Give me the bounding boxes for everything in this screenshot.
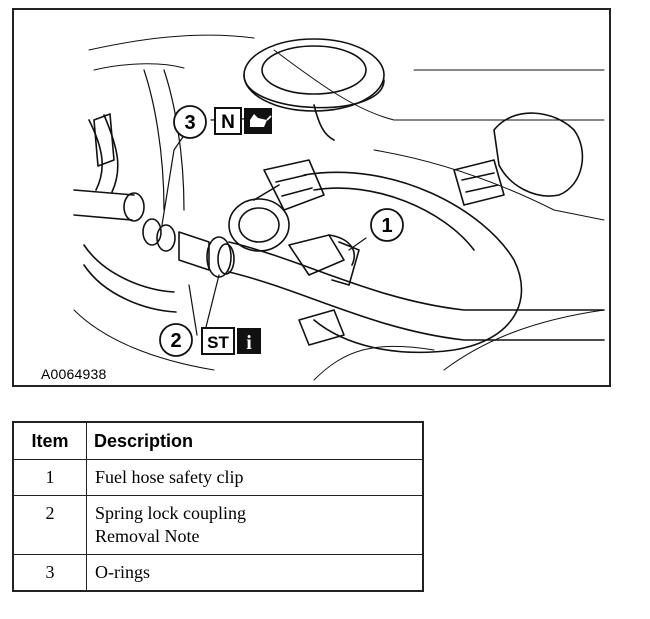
fuel-line-line-drawing: 3 N 1 2 ST i [73, 34, 605, 381]
description-line: Spring lock coupling [95, 503, 246, 523]
description-line: Fuel hose safety clip [95, 467, 244, 487]
info-icon: i [237, 328, 261, 354]
info-icon-label: i [246, 332, 252, 354]
table-row: 2 Spring lock coupling Removal Note [12, 495, 424, 555]
callout-2: 2 [159, 323, 193, 357]
figure-illustration: 3 N 1 2 ST i A0064938 [12, 8, 611, 387]
callout-number: 1 [381, 215, 392, 237]
item-number: 2 [12, 495, 87, 555]
callout-1: 1 [370, 208, 404, 242]
symbol-st-label: ST [207, 333, 229, 352]
item-description: Fuel hose safety clip [86, 459, 424, 496]
callout-number: 2 [170, 330, 181, 352]
callout-3: 3 [173, 105, 207, 139]
symbol-n-label: N [221, 112, 235, 133]
description-line: Removal Note [95, 526, 200, 546]
table-header-row: Item Description [12, 421, 424, 460]
description-line: O-rings [95, 562, 150, 582]
callout-number: 3 [184, 112, 195, 134]
item-description: O-rings [86, 554, 424, 592]
figure-id-label: A0064938 [41, 366, 107, 382]
item-number: 1 [12, 459, 87, 496]
symbol-st-box: ST [201, 327, 235, 355]
item-description: Spring lock coupling Removal Note [86, 495, 424, 555]
item-number: 3 [12, 554, 87, 592]
table-row: 1 Fuel hose safety clip [12, 459, 424, 496]
item-description-table: Item Description 1 Fuel hose safety clip… [12, 421, 424, 592]
oil-can-icon [244, 108, 272, 134]
table-row: 3 O-rings [12, 554, 424, 592]
symbol-n-box: N [214, 107, 242, 135]
header-item: Item [12, 421, 87, 460]
header-description: Description [86, 421, 424, 460]
